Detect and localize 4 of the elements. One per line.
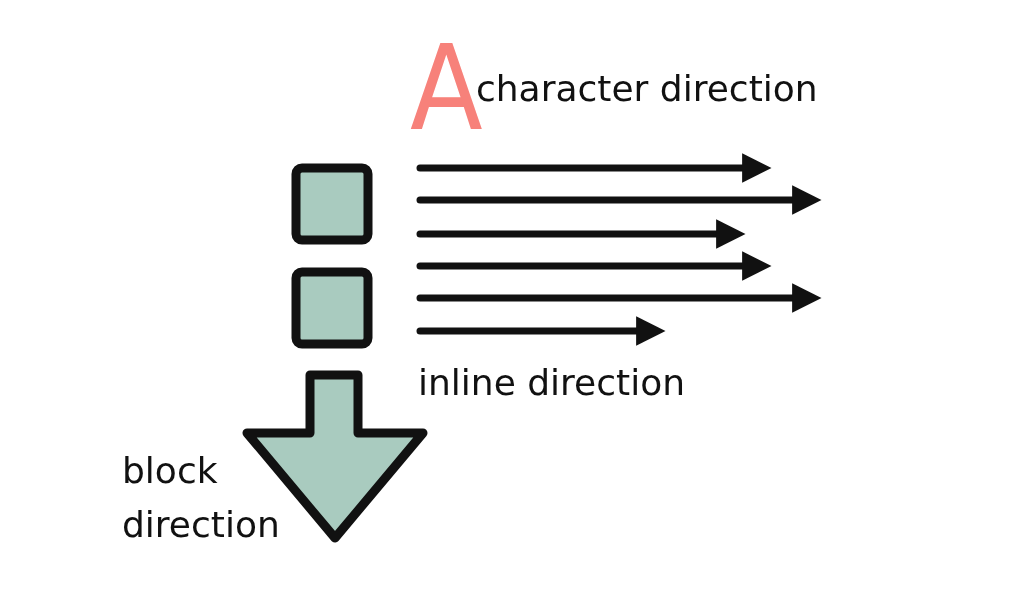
axis-label: inline direction — [418, 361, 685, 405]
block-square — [291, 163, 373, 245]
axis-label: block direction — [122, 449, 281, 547]
block-square — [291, 267, 373, 349]
